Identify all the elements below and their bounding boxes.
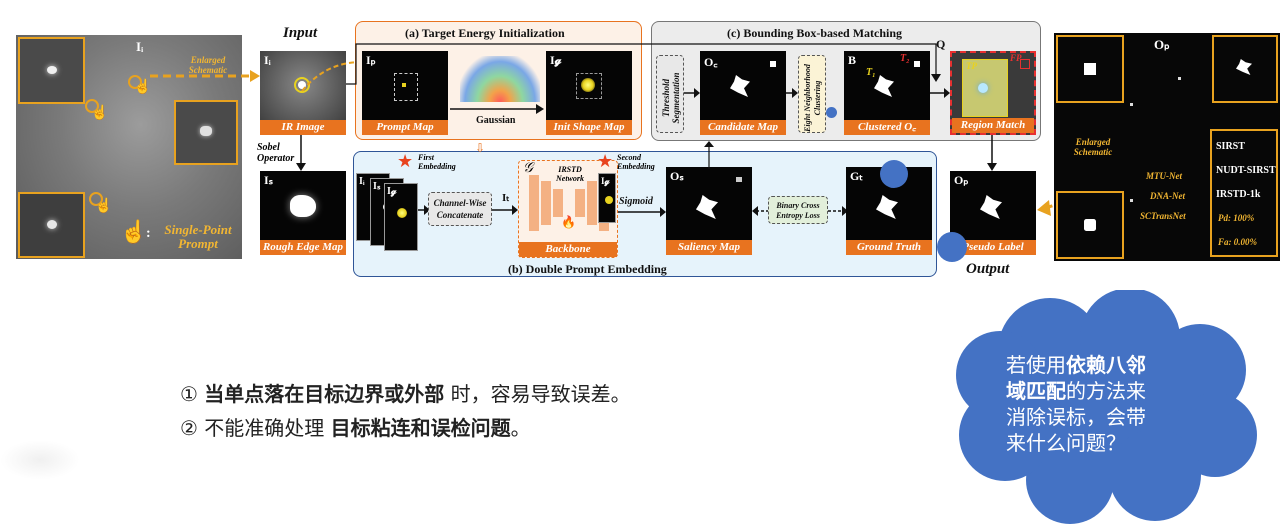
sigmoid-label: Sigmoid <box>619 196 653 207</box>
inset-bottom-left <box>18 192 85 258</box>
single-point-prompt-label: Single-Point Prompt <box>164 222 232 251</box>
second-embedding-label: Second Embedding <box>617 153 655 171</box>
dataset-irstd: IRSTD-1k <box>1216 189 1261 200</box>
dataset-nudt: NUDT-SIRST <box>1216 165 1276 176</box>
second-star-icon: ★ <box>597 151 614 171</box>
eight-neighborhood-box: Eight Neighborhood Clustering <box>798 55 826 133</box>
gaussian-surface <box>460 56 540 102</box>
right-output-image: Oₚ Enlarged Schematic MTU-Net DNA-Net SC… <box>1054 33 1280 261</box>
saliency-map-label: Oₛ <box>670 169 684 183</box>
stack-image-3: I𝓰 <box>384 183 418 251</box>
candidate-map-caption: Candidate Map <box>700 120 786 135</box>
ir-image-label: Iᵢ <box>264 53 271 67</box>
metric-fa: Fa: 0.00% <box>1218 237 1257 247</box>
region-match-caption: Region Match <box>952 118 1034 133</box>
bce-loss-box: Binary Cross Entropy Loss <box>768 196 828 224</box>
note-line-1: ① 当单点落在目标边界或外部 时，容易导致误差。 <box>180 382 631 406</box>
down-arrow-icon: ⇩ <box>475 141 486 155</box>
prompt-colon: : <box>146 226 151 241</box>
threshold-box: Threshold Segmentation <box>656 55 684 133</box>
right-metrics-box <box>1210 129 1278 257</box>
point-marker-1 <box>128 75 142 89</box>
hand-pointer-icon: ☝ <box>120 219 148 244</box>
left-image-label: Iᵢ <box>136 39 144 54</box>
clustered-caption: Clustered O꜀ <box>844 120 930 135</box>
thought-cloud <box>956 290 1257 524</box>
panel-b <box>353 151 937 277</box>
gaussian-label: Gaussian <box>476 115 516 126</box>
method-sctrans: SCTransNet <box>1140 211 1186 221</box>
method-dna: DNA-Net <box>1150 191 1185 201</box>
right-enlarged-label: Enlarged Schematic <box>1073 137 1113 157</box>
panel-a-title: (a) Target Energy Initialization <box>405 26 565 40</box>
ir-image-caption: IR Image <box>260 120 346 135</box>
method-mtu: MTU-Net <box>1146 171 1182 181</box>
inset-right <box>174 100 238 165</box>
saliency-map-caption: Saliency Map <box>666 240 752 255</box>
faint-shape <box>0 440 80 480</box>
first-star-icon: ★ <box>397 151 414 171</box>
saliency-map-tile: Oₛ Saliency Map <box>666 167 752 255</box>
dataset-sirst: SIRST <box>1216 141 1245 152</box>
output-title: Output <box>966 261 1010 277</box>
backbone-caption: Backbone <box>519 242 617 257</box>
init-shape-label: I𝓰 <box>550 53 562 67</box>
prompt-map-tile: Iₚ Prompt Map <box>362 51 448 135</box>
point-marker-3 <box>89 192 103 206</box>
input-title: Input <box>283 25 318 41</box>
pseudo-label-label: Oₚ <box>954 173 969 187</box>
prompt-map-label: Iₚ <box>366 53 376 67</box>
rough-edge-label: Iₛ <box>264 173 274 187</box>
right-inset-bottom-left <box>1056 191 1124 259</box>
candidate-map-tile: O꜀ Candidate Map <box>700 51 786 135</box>
right-image-label: Oₚ <box>1154 37 1170 52</box>
backbone-g-label: 𝒢 <box>523 161 533 176</box>
ground-truth-label: Gₜ <box>850 169 863 183</box>
tp-label: TP <box>966 61 977 71</box>
q-label: Q <box>936 37 946 51</box>
hand-pointer-icon: ☝ <box>134 80 152 95</box>
pseudo-label-caption: Pseudo Label <box>950 240 1036 255</box>
first-embedding-label: First Embedding <box>418 153 456 171</box>
second-embed-image: I𝓰 <box>598 173 616 223</box>
it-label: Iₜ <box>502 192 510 204</box>
irstd-network-label: IRSTD Network <box>556 165 584 183</box>
blue-circle-marker <box>880 160 908 188</box>
region-match-tile: TP FP Region Match <box>950 51 1036 135</box>
right-inset-top-left <box>1056 35 1124 103</box>
clustered-label: B <box>848 53 857 67</box>
panel-c-title: (c) Bounding Box-based Matching <box>727 26 903 40</box>
sobel-label: Sobel Operator <box>257 142 295 164</box>
left-ir-image: Iᵢ Enlarged Schematic ☝ ☝ ☝ ☝ : Single-P… <box>16 35 242 259</box>
prompt-map-caption: Prompt Map <box>362 120 448 135</box>
right-inset-top-right <box>1212 35 1278 103</box>
clustered-tile: B T₁ T₂ Clustered O꜀ <box>844 51 930 135</box>
ir-image-tile: Iᵢ IR Image <box>260 51 346 135</box>
fp-label: FP <box>1010 53 1022 63</box>
t2-label: T₂ <box>900 53 910 64</box>
inset-top-left <box>18 37 85 104</box>
metric-pd: Pd: 100% <box>1218 213 1255 223</box>
ground-truth-caption: Ground Truth <box>846 240 932 255</box>
blue-dot <box>826 107 837 118</box>
rough-edge-caption: Rough Edge Map <box>260 240 346 255</box>
output-blue-circle <box>937 232 967 262</box>
init-shape-tile: I𝓰 Init Shape Map <box>546 51 632 135</box>
point-marker-2 <box>85 99 99 113</box>
dashed-arrow <box>150 70 260 82</box>
rough-edge-tile: Iₛ Rough Edge Map <box>260 171 346 255</box>
t1-label: T₁ <box>866 67 876 78</box>
note-line-2: ② 不能准确处理 目标粘连和误检问题。 <box>180 416 531 440</box>
left-enlarged-label: Enlarged Schematic <box>188 55 228 75</box>
channel-concat-box: Channel-Wise Concatenate <box>428 192 492 226</box>
init-shape-caption: Init Shape Map <box>546 120 632 135</box>
panel-b-title: (b) Double Prompt Embedding <box>508 262 667 276</box>
hand-pointer-icon: ☝ <box>95 199 113 214</box>
cloud-text: 若使用依赖八邻 域匹配的方法来 消除误标，会带 来什么问题？ <box>1006 353 1146 455</box>
fire-icon: 🔥 <box>561 215 576 229</box>
candidate-map-label: O꜀ <box>704 55 718 69</box>
hand-pointer-icon: ☝ <box>91 106 109 121</box>
